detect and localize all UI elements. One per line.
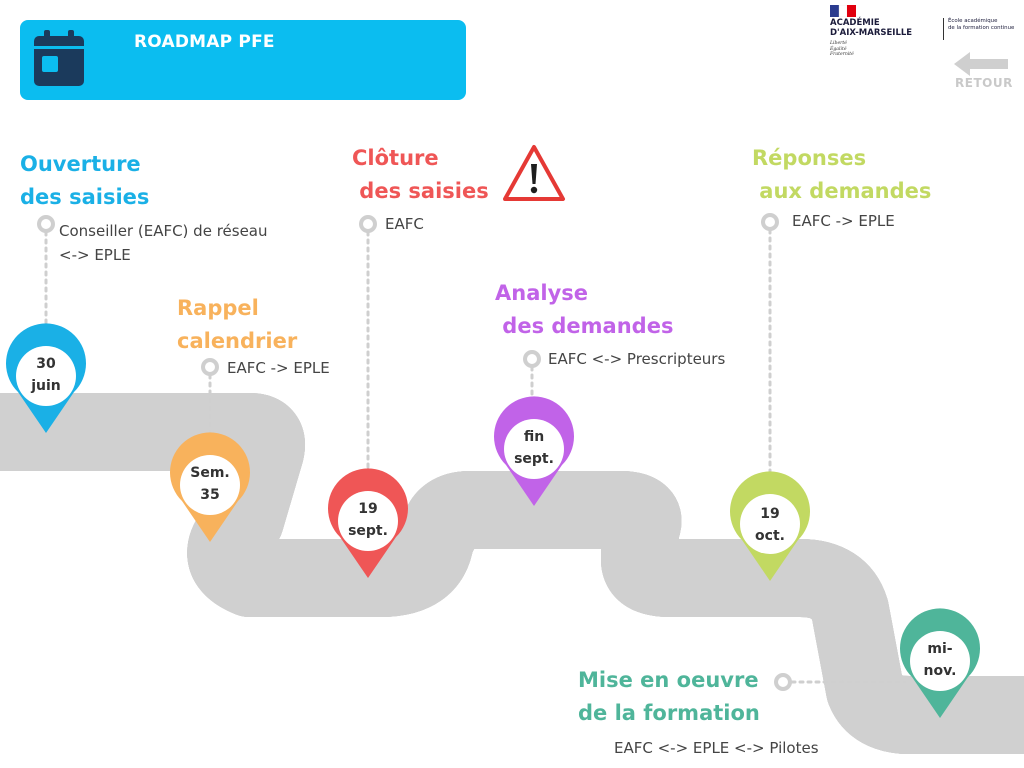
connector-dot bbox=[774, 673, 792, 691]
pin-date: fin sept. bbox=[514, 429, 554, 467]
milestone-title: Réponses aux demandes bbox=[752, 146, 932, 203]
milestone-desc: EAFC -> EPLE bbox=[227, 359, 330, 377]
milestone-title: Mise en oeuvre de la formation bbox=[578, 668, 760, 725]
logo-subtitle: École académique de la formation continu… bbox=[948, 18, 1015, 31]
milestone-desc: EAFC <-> EPLE <-> Pilotes bbox=[614, 739, 819, 757]
milestone-desc: Conseiller (EAFC) de réseau <-> EPLE bbox=[59, 222, 268, 264]
connector-dot bbox=[359, 215, 377, 233]
warning-icon bbox=[503, 145, 565, 201]
milestone-title: Clôture des saisies bbox=[352, 146, 489, 203]
logo-academie: ACADÉMIE D'AIX-MARSEILLE bbox=[830, 18, 913, 38]
connector-dot bbox=[37, 215, 55, 233]
connector-dot bbox=[201, 358, 219, 376]
back-arrow-icon[interactable] bbox=[954, 52, 1010, 76]
page-title: ROADMAP PFE bbox=[134, 32, 275, 52]
milestone-title: Analyse des demandes bbox=[495, 281, 674, 338]
header-bar bbox=[20, 20, 466, 100]
milestone-desc: EAFC bbox=[385, 215, 424, 233]
pin-date: mi- nov. bbox=[923, 641, 957, 679]
milestone-title: Ouverture des saisies bbox=[20, 152, 150, 209]
milestone-desc: EAFC <-> Prescripteurs bbox=[548, 350, 726, 368]
pin-date: Sem. 35 bbox=[190, 465, 230, 503]
milestone-title: Rappel calendrier bbox=[177, 296, 298, 353]
pin-date: 19 sept. bbox=[348, 501, 388, 539]
pin-date: 19 oct. bbox=[755, 506, 785, 544]
calendar-icon bbox=[34, 30, 84, 86]
pin-date: 30 juin bbox=[31, 356, 61, 394]
milestone-desc: EAFC -> EPLE bbox=[792, 212, 895, 230]
connector-dot bbox=[761, 213, 779, 231]
connector-dot bbox=[523, 350, 541, 368]
logo-motto: Liberté Égalité Fraternité bbox=[830, 41, 854, 58]
logo-separator bbox=[943, 18, 944, 40]
french-flag-icon bbox=[830, 5, 856, 17]
back-button[interactable]: RETOUR bbox=[955, 76, 1013, 90]
